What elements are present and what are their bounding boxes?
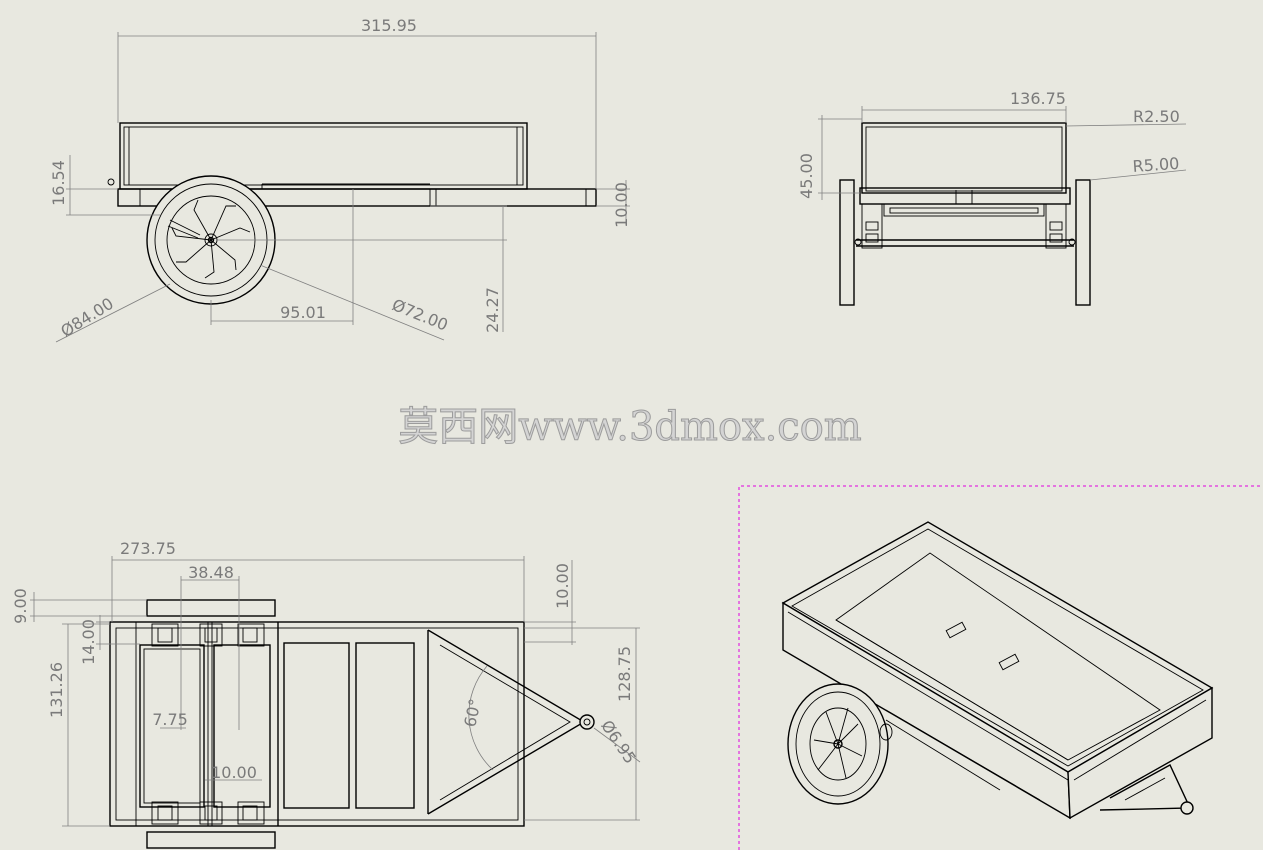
dim-wheel-outer-diameter: Ø84.00 <box>57 294 117 341</box>
iso-view <box>738 485 1263 850</box>
dim-wheel-spacing: 38.48 <box>188 563 234 582</box>
dim-overall-length: 315.95 <box>361 16 417 35</box>
dim-frame-length: 273.75 <box>120 539 176 558</box>
dim-inner-width: 128.75 <box>615 646 634 702</box>
dim-overall-width: 131.26 <box>47 662 66 718</box>
dim-hitch-angle: 60° <box>460 697 484 729</box>
side-view: 315.95 16.54 10.00 Ø84.00 Ø72.00 95.01 2… <box>49 16 631 343</box>
dim-wheel-inner-diameter: Ø72.00 <box>389 295 450 334</box>
top-view: 273.75 38.48 9.00 10.00 14.00 131.26 128… <box>11 539 641 849</box>
dim-offset-14: 14.00 <box>79 619 98 665</box>
dim-axle-drop: 24.27 <box>483 287 502 333</box>
dim-rear-height: 45.00 <box>797 153 816 199</box>
dim-hitch-hole: Ø6.95 <box>597 717 640 768</box>
iso-view-border <box>738 485 1263 850</box>
dim-rear-width: 136.75 <box>1010 89 1066 108</box>
dim-slot-width: 7.75 <box>152 710 188 729</box>
dim-deck-height: 16.54 <box>49 160 68 206</box>
rear-view: 136.75 R2.50 R5.00 45.00 <box>797 89 1187 306</box>
dim-offset-10-top: 10.00 <box>553 563 572 609</box>
dim-frame-thickness: 10.00 <box>612 182 631 228</box>
watermark-text: 莫西网www.3dmox.com <box>398 404 861 450</box>
dim-radius-small: R2.50 <box>1133 107 1180 126</box>
dim-axle-offset: 95.01 <box>280 303 326 322</box>
dim-offset-10-bottom: 10.00 <box>211 763 257 782</box>
dim-radius-large: R5.00 <box>1132 154 1180 176</box>
dim-offset-9: 9.00 <box>11 588 30 624</box>
